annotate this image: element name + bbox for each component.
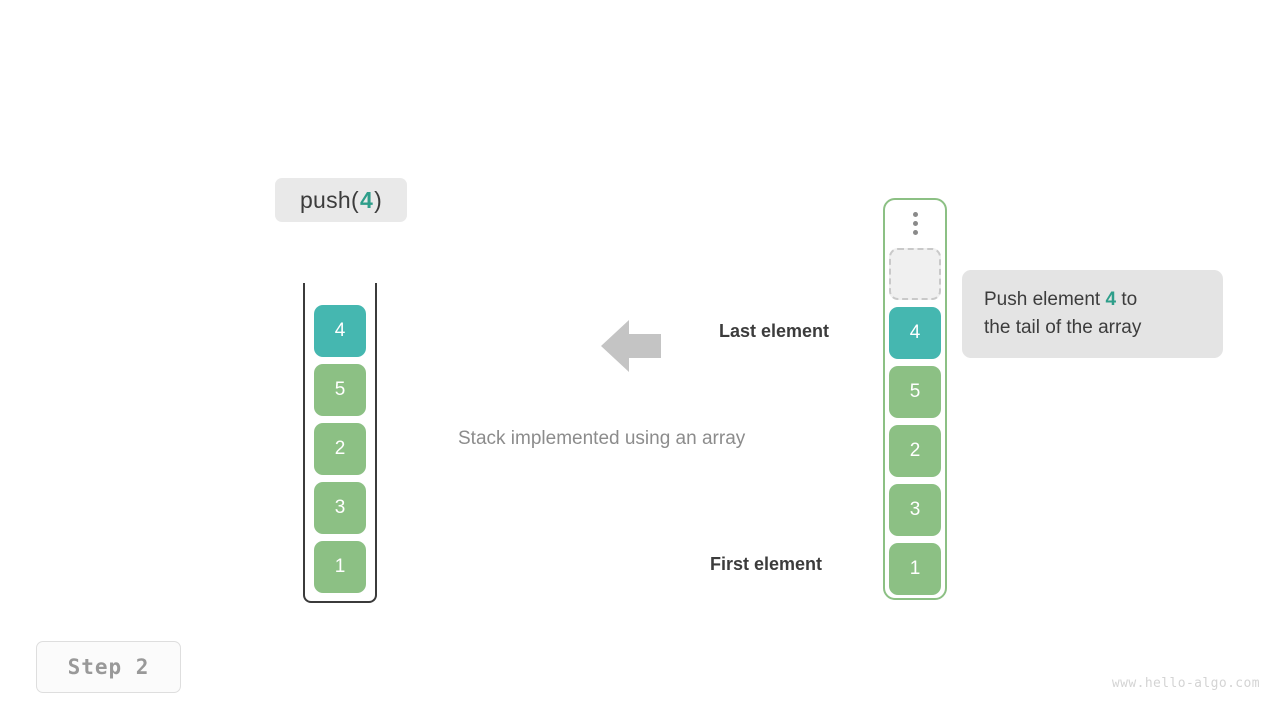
stack-visualization: 4 5 2 3 1 xyxy=(303,283,377,603)
array-visualization: 4 5 2 3 1 xyxy=(883,198,947,600)
stack-cell-value: 2 xyxy=(334,438,346,459)
vertical-ellipsis-icon xyxy=(885,212,945,235)
callout-line1-before: Push element xyxy=(984,289,1106,310)
stack-cell-value: 4 xyxy=(334,320,346,341)
array-empty-slot xyxy=(889,248,941,300)
array-cell: 1 xyxy=(889,543,941,595)
array-cell-list: 4 5 2 3 1 xyxy=(889,248,941,602)
last-element-label: Last element xyxy=(719,321,830,341)
stack-caption: Stack implemented using an array xyxy=(458,428,746,449)
array-cell: 3 xyxy=(889,484,941,536)
step-badge: Step 2 xyxy=(36,641,181,693)
array-cell-value: 3 xyxy=(909,499,921,520)
arrow-left-icon xyxy=(601,318,661,374)
array-cell: 4 xyxy=(889,307,941,359)
stack-cell: 1 xyxy=(314,541,366,593)
array-cell-value: 4 xyxy=(909,322,921,343)
array-cell: 2 xyxy=(889,425,941,477)
first-element-label: First element xyxy=(710,554,823,574)
watermark: www.hello-algo.com xyxy=(1111,676,1260,691)
operation-suffix: ) xyxy=(374,186,383,213)
stack-cell: 3 xyxy=(314,482,366,534)
operation-label: push(4) xyxy=(275,178,407,222)
stack-container-outline xyxy=(303,283,377,603)
stack-cell-value: 1 xyxy=(334,556,346,577)
callout-line1-after: to xyxy=(1116,289,1138,310)
callout-accent-value: 4 xyxy=(1105,289,1117,310)
operation-prefix: push( xyxy=(299,186,359,213)
array-cell: 5 xyxy=(889,366,941,418)
stack-cell-list: 4 5 2 3 1 xyxy=(314,305,366,600)
stack-cell: 4 xyxy=(314,305,366,357)
array-cell-value: 2 xyxy=(909,440,921,461)
stack-cell-value: 3 xyxy=(334,497,346,518)
array-cell-value: 5 xyxy=(909,381,921,402)
callout-line2: the tail of the array xyxy=(984,317,1142,338)
operation-value: 4 xyxy=(359,186,374,213)
callout-box: Push element 4 to the tail of the array xyxy=(962,270,1223,358)
array-cell-value: 1 xyxy=(909,558,921,579)
stack-cell: 2 xyxy=(314,423,366,475)
stack-cell-value: 5 xyxy=(334,379,346,400)
stack-cell: 5 xyxy=(314,364,366,416)
